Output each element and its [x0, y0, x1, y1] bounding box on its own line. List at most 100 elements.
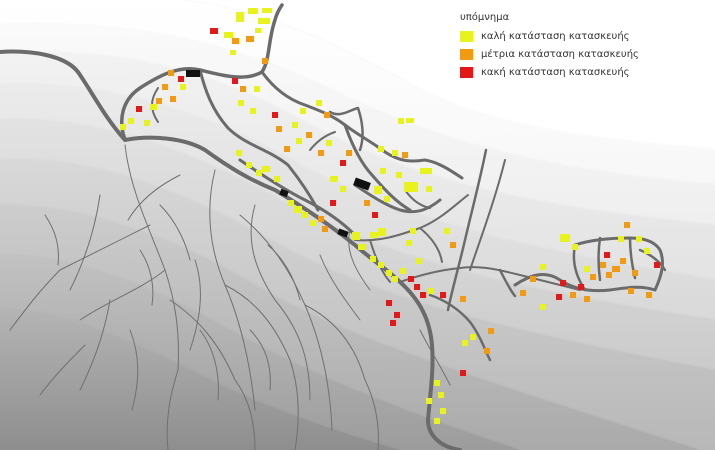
building-good-62[interactable] — [340, 186, 346, 192]
building-bad-23[interactable] — [232, 78, 238, 84]
building-good-102[interactable] — [426, 398, 432, 404]
building-good-122[interactable] — [618, 236, 624, 242]
building-medium-7[interactable] — [246, 36, 254, 42]
building-medium-126[interactable] — [628, 288, 634, 294]
building-good-115[interactable] — [584, 266, 590, 272]
building-medium-112[interactable] — [584, 296, 590, 302]
building-bad-82[interactable] — [414, 284, 420, 290]
building-good-57[interactable] — [370, 232, 378, 238]
building-medium-127[interactable] — [646, 292, 652, 298]
building-medium-24[interactable] — [240, 86, 246, 92]
building-medium-118[interactable] — [612, 266, 620, 272]
building-good-68[interactable] — [380, 168, 386, 174]
building-good-89[interactable] — [444, 228, 450, 234]
building-good-25[interactable] — [238, 100, 244, 106]
building-good-45[interactable] — [274, 176, 280, 182]
building-medium-37[interactable] — [324, 112, 330, 118]
building-good-95[interactable] — [462, 340, 468, 346]
building-bad-12[interactable] — [178, 76, 184, 82]
building-good-56[interactable] — [358, 244, 366, 250]
building-good-2[interactable] — [262, 8, 272, 13]
building-bad-83[interactable] — [420, 292, 426, 298]
building-medium-15[interactable] — [162, 84, 168, 90]
building-good-96[interactable] — [470, 334, 476, 340]
building-medium-71[interactable] — [402, 152, 408, 158]
building-good-100[interactable] — [434, 380, 440, 386]
building-good-64[interactable] — [374, 186, 382, 194]
building-medium-32[interactable] — [306, 132, 312, 138]
building-good-43[interactable] — [256, 170, 262, 176]
building-good-38[interactable] — [300, 108, 306, 114]
building-good-101[interactable] — [438, 392, 444, 398]
building-good-0[interactable] — [236, 12, 244, 22]
building-good-104[interactable] — [434, 418, 440, 424]
building-good-67[interactable] — [396, 172, 402, 178]
building-good-40[interactable] — [254, 86, 260, 92]
building-good-70[interactable] — [392, 150, 398, 156]
building-bad-53[interactable] — [330, 200, 336, 206]
building-medium-120[interactable] — [632, 270, 638, 276]
building-medium-125[interactable] — [606, 272, 612, 278]
building-medium-107[interactable] — [520, 290, 526, 296]
building-good-124[interactable] — [636, 236, 642, 242]
building-good-39[interactable] — [316, 100, 322, 106]
building-bad-81[interactable] — [408, 276, 414, 282]
building-good-86[interactable] — [406, 240, 412, 246]
building-good-65[interactable] — [384, 196, 390, 202]
building-medium-116[interactable] — [590, 274, 596, 280]
building-bad-129[interactable] — [604, 252, 610, 258]
building-good-48[interactable] — [294, 206, 302, 213]
building-medium-16[interactable] — [156, 98, 162, 104]
building-medium-119[interactable] — [620, 258, 626, 264]
building-good-26[interactable] — [250, 108, 256, 114]
building-good-14[interactable] — [180, 84, 186, 90]
building-bad-91[interactable] — [440, 292, 446, 298]
building-unknown-46[interactable] — [279, 188, 289, 198]
building-unknown-61[interactable] — [353, 177, 371, 191]
building-medium-51[interactable] — [318, 216, 324, 222]
building-bad-109[interactable] — [556, 294, 562, 300]
building-good-4[interactable] — [224, 32, 233, 38]
building-medium-97[interactable] — [484, 348, 490, 354]
building-medium-106[interactable] — [530, 276, 536, 282]
building-good-63[interactable] — [330, 176, 338, 182]
building-good-50[interactable] — [310, 220, 316, 226]
building-good-41[interactable] — [236, 150, 242, 156]
building-medium-98[interactable] — [488, 328, 494, 334]
building-good-18[interactable] — [150, 104, 157, 110]
building-good-10[interactable] — [230, 50, 236, 55]
building-good-8[interactable] — [255, 28, 261, 33]
building-good-3[interactable] — [258, 18, 270, 24]
building-good-103[interactable] — [440, 408, 446, 414]
building-good-76[interactable] — [370, 256, 376, 262]
building-medium-31[interactable] — [284, 146, 290, 152]
building-good-49[interactable] — [302, 212, 308, 218]
building-good-1[interactable] — [248, 8, 258, 14]
building-good-42[interactable] — [246, 162, 252, 168]
building-medium-35[interactable] — [346, 150, 352, 156]
building-medium-17[interactable] — [170, 96, 176, 102]
building-good-84[interactable] — [428, 288, 434, 294]
building-bad-59[interactable] — [372, 212, 378, 218]
building-good-21[interactable] — [120, 124, 126, 130]
building-good-73[interactable] — [398, 118, 404, 124]
building-medium-90[interactable] — [460, 296, 466, 302]
building-good-75[interactable] — [426, 186, 432, 192]
building-medium-121[interactable] — [624, 222, 630, 228]
building-bad-27[interactable] — [272, 112, 278, 118]
building-medium-60[interactable] — [364, 200, 370, 206]
building-good-20[interactable] — [128, 118, 134, 124]
building-good-29[interactable] — [292, 122, 298, 128]
building-good-22[interactable] — [144, 120, 150, 126]
building-medium-111[interactable] — [570, 292, 576, 298]
building-medium-117[interactable] — [600, 262, 606, 268]
building-good-34[interactable] — [326, 140, 332, 146]
building-medium-52[interactable] — [322, 226, 328, 232]
building-good-44[interactable] — [262, 166, 270, 172]
building-bad-94[interactable] — [386, 300, 392, 306]
building-good-113[interactable] — [560, 234, 570, 242]
building-bad-36[interactable] — [340, 160, 346, 166]
building-good-47[interactable] — [288, 200, 294, 206]
